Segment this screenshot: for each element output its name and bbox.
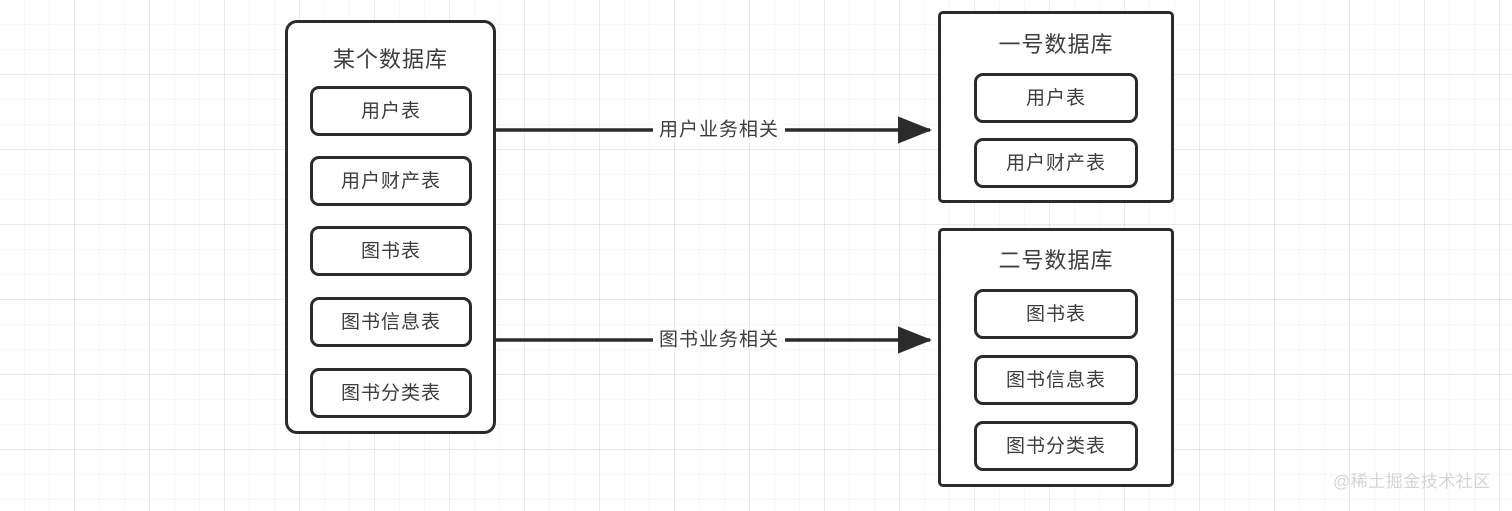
- source-table-user-assets[interactable]: 用户财产表: [310, 156, 472, 206]
- target2-table-book-info-label: 图书信息表: [1005, 369, 1106, 391]
- source-table-user[interactable]: 用户表: [310, 86, 472, 136]
- source-table-book-category[interactable]: 图书分类表: [310, 368, 472, 418]
- target1-table-user[interactable]: 用户表: [974, 73, 1138, 123]
- source-table-book-label: 图书表: [360, 240, 421, 262]
- target2-table-book-category-label: 图书分类表: [1005, 435, 1106, 457]
- source-table-book[interactable]: 图书表: [310, 226, 472, 276]
- target2-table-book[interactable]: 图书表: [974, 289, 1138, 339]
- source-table-book-category-label: 图书分类表: [340, 382, 441, 404]
- source-database-title: 某个数据库: [332, 47, 448, 72]
- source-table-book-info-label: 图书信息表: [340, 311, 441, 333]
- source-database-container[interactable]: 某个数据库 用户表 用户财产表 图书表 图书信息表 图书分类表: [285, 20, 496, 434]
- target-database-2-title: 二号数据库: [998, 248, 1114, 273]
- target-database-1-title: 一号数据库: [998, 32, 1114, 57]
- arrow-label-user-business: 用户业务相关: [652, 120, 786, 140]
- target2-table-book-info[interactable]: 图书信息表: [974, 355, 1138, 405]
- target-database-2-container[interactable]: 二号数据库 图书表 图书信息表 图书分类表: [938, 228, 1174, 487]
- target1-table-user-assets[interactable]: 用户财产表: [974, 138, 1138, 188]
- source-table-user-assets-label: 用户财产表: [340, 170, 441, 192]
- source-table-book-info[interactable]: 图书信息表: [310, 297, 472, 347]
- target1-table-user-label: 用户表: [1025, 87, 1086, 109]
- target-database-1-container[interactable]: 一号数据库 用户表 用户财产表: [938, 11, 1174, 203]
- target2-table-book-category[interactable]: 图书分类表: [974, 421, 1138, 471]
- watermark-text: @稀土掘金技术社区: [1333, 472, 1491, 491]
- arrow-label-book-business: 图书业务相关: [652, 330, 786, 350]
- target1-table-user-assets-label: 用户财产表: [1005, 152, 1106, 174]
- source-table-user-label: 用户表: [360, 100, 421, 122]
- target2-table-book-label: 图书表: [1025, 303, 1086, 325]
